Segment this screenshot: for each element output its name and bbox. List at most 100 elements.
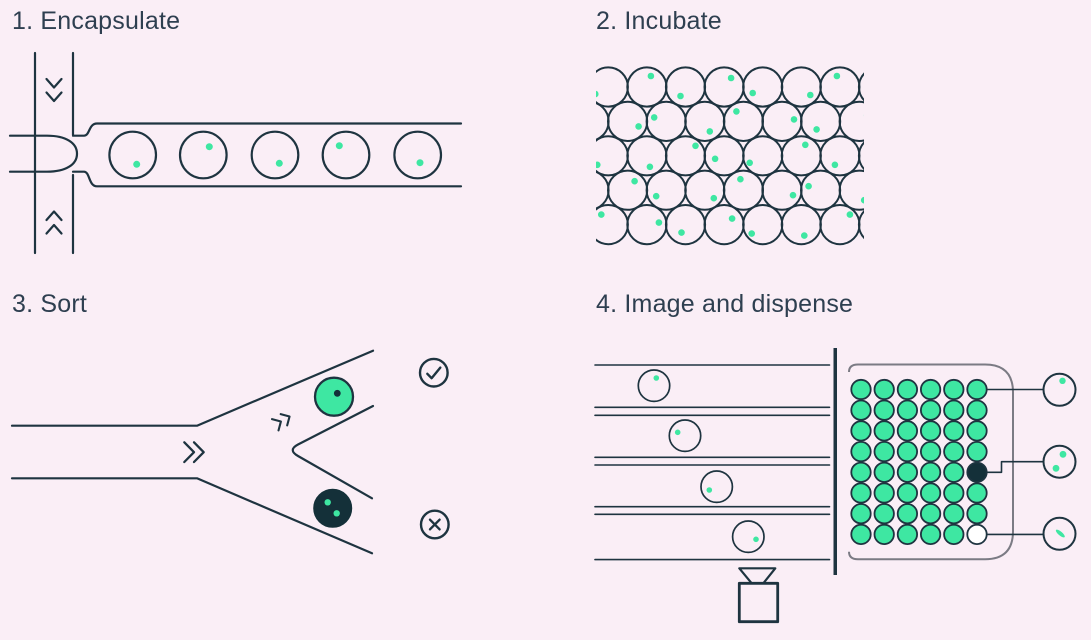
filled-well	[919, 399, 942, 421]
doublet-cell-well	[1042, 444, 1077, 479]
cell-dot	[677, 92, 684, 100]
single-cell-well	[1042, 372, 1077, 407]
droplet	[637, 369, 671, 403]
filled-well	[943, 440, 965, 463]
dark-doublet-droplet	[313, 488, 353, 528]
filled-well	[873, 378, 895, 401]
cell-dot	[598, 211, 605, 218]
filled-well	[896, 523, 919, 546]
droplet	[780, 66, 822, 108]
droplet	[596, 135, 629, 177]
chevrons-up-icon	[45, 223, 63, 235]
dark-well	[966, 461, 988, 483]
droplet	[626, 135, 668, 177]
droplet	[250, 130, 300, 180]
cell-dot	[275, 159, 283, 167]
filled-well	[896, 378, 919, 401]
droplet	[731, 520, 765, 554]
cell-dot	[674, 429, 681, 436]
filled-well	[943, 399, 965, 421]
cell-dot	[807, 91, 814, 99]
droplet	[761, 169, 803, 211]
filled-well	[919, 482, 942, 504]
camera-icon	[737, 581, 780, 624]
droplet	[596, 170, 610, 210]
cell-dot	[802, 141, 809, 149]
step-1-title: 1. Encapsulate	[12, 7, 181, 35]
check-circle-icon	[418, 357, 449, 388]
filled-well	[966, 378, 988, 401]
channel-wall	[10, 349, 375, 427]
cell-dot	[652, 192, 660, 200]
droplet	[596, 204, 629, 246]
cell-dot	[133, 160, 141, 168]
filled-well	[943, 461, 965, 483]
filled-well	[919, 378, 942, 401]
filled-well	[966, 399, 988, 421]
cell-dot	[711, 155, 719, 163]
panel-incubate	[596, 66, 864, 246]
cell-dot	[596, 161, 601, 169]
cell-dot	[733, 108, 740, 115]
droplet	[684, 169, 726, 211]
filled-well	[850, 399, 872, 421]
droplet	[607, 169, 649, 211]
filled-well	[943, 523, 965, 546]
cell-dot	[653, 375, 660, 381]
filled-well	[919, 461, 942, 483]
droplet	[321, 130, 371, 180]
chevrons-down-icon	[45, 91, 63, 103]
cell-dot	[831, 161, 839, 169]
cell-dot	[727, 74, 735, 82]
filled-well	[873, 399, 895, 421]
droplet	[703, 204, 745, 246]
droplet	[838, 169, 864, 211]
x-mark	[428, 518, 441, 531]
check-mark	[426, 366, 442, 380]
filled-well	[943, 420, 965, 442]
filled-well	[966, 420, 988, 442]
filled-well	[850, 420, 872, 442]
cell-dot	[646, 163, 654, 171]
filled-well	[943, 482, 965, 504]
filled-well	[896, 482, 919, 504]
cell-dot	[324, 499, 331, 506]
filled-well	[919, 440, 942, 463]
step-2-title: 2. Incubate	[596, 7, 722, 35]
droplet	[722, 169, 765, 211]
cell-dot	[749, 89, 756, 97]
filled-well	[850, 440, 872, 463]
droplet	[857, 209, 864, 240]
detector-line	[833, 348, 837, 575]
filled-well	[873, 523, 895, 546]
droplet	[780, 204, 822, 246]
droplet	[596, 102, 610, 141]
filled-well	[873, 440, 895, 463]
cell-dot	[678, 229, 685, 236]
cell-dot	[655, 219, 663, 226]
filled-well	[896, 461, 919, 483]
chevron	[279, 413, 291, 427]
droplet	[800, 100, 842, 143]
droplet	[607, 100, 649, 143]
droplet	[857, 141, 864, 171]
droplet	[703, 66, 745, 108]
filled-well	[873, 482, 895, 504]
inlet-nozzle	[8, 134, 79, 173]
droplet	[684, 100, 726, 143]
x-circle-icon	[419, 509, 450, 540]
filled-well	[850, 378, 872, 401]
filled-well	[919, 523, 942, 546]
filled-well	[896, 420, 919, 442]
cell-dot	[692, 142, 699, 150]
droplet	[819, 204, 861, 246]
cell-dot	[748, 230, 755, 237]
droplet	[596, 66, 629, 108]
cell-dot	[860, 196, 864, 204]
channel-wall	[10, 477, 374, 555]
droplet	[742, 204, 784, 246]
cell-dot	[205, 143, 213, 151]
panel-encapsulate	[8, 51, 463, 255]
filled-well	[896, 440, 919, 463]
droplet	[664, 204, 707, 246]
